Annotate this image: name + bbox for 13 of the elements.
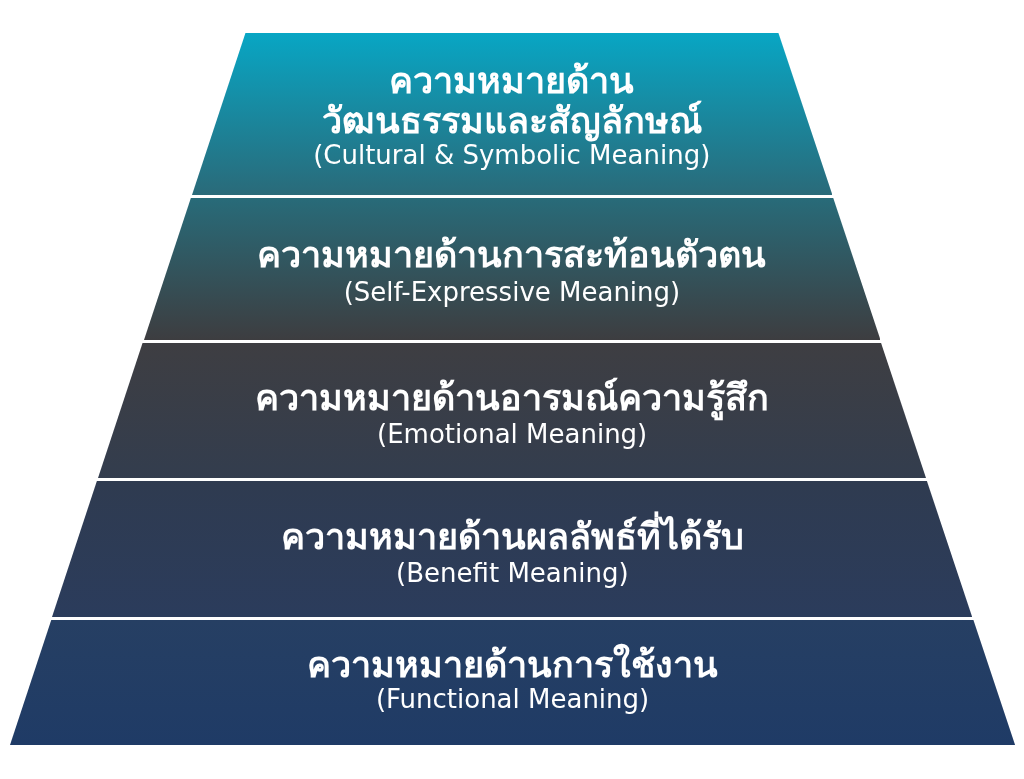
tier-title: ความหมายด้านการสะท้อนตัวตน (257, 233, 767, 275)
pyramid-tier (10, 620, 1016, 745)
tier-subtitle: (Benefit Meaning) (396, 559, 629, 587)
pyramid-tier (143, 198, 881, 340)
tier-subtitle: (Functional Meaning) (375, 685, 650, 713)
tier-subtitle: (Cultural & Symbolic Meaning) (313, 141, 711, 169)
tier-subtitle: (Self-Expressive Meaning) (343, 278, 681, 306)
tier-title: ความหมายด้านการใช้งาน (307, 642, 719, 685)
pyramid-tier (52, 481, 973, 617)
pyramid-tier (98, 343, 927, 478)
tier-subtitle: (Emotional Meaning) (377, 420, 648, 448)
pyramid-tier (191, 33, 832, 195)
tier-title: ความหมายด้านผลลัพธ์ที่ได้รับ (280, 509, 744, 557)
